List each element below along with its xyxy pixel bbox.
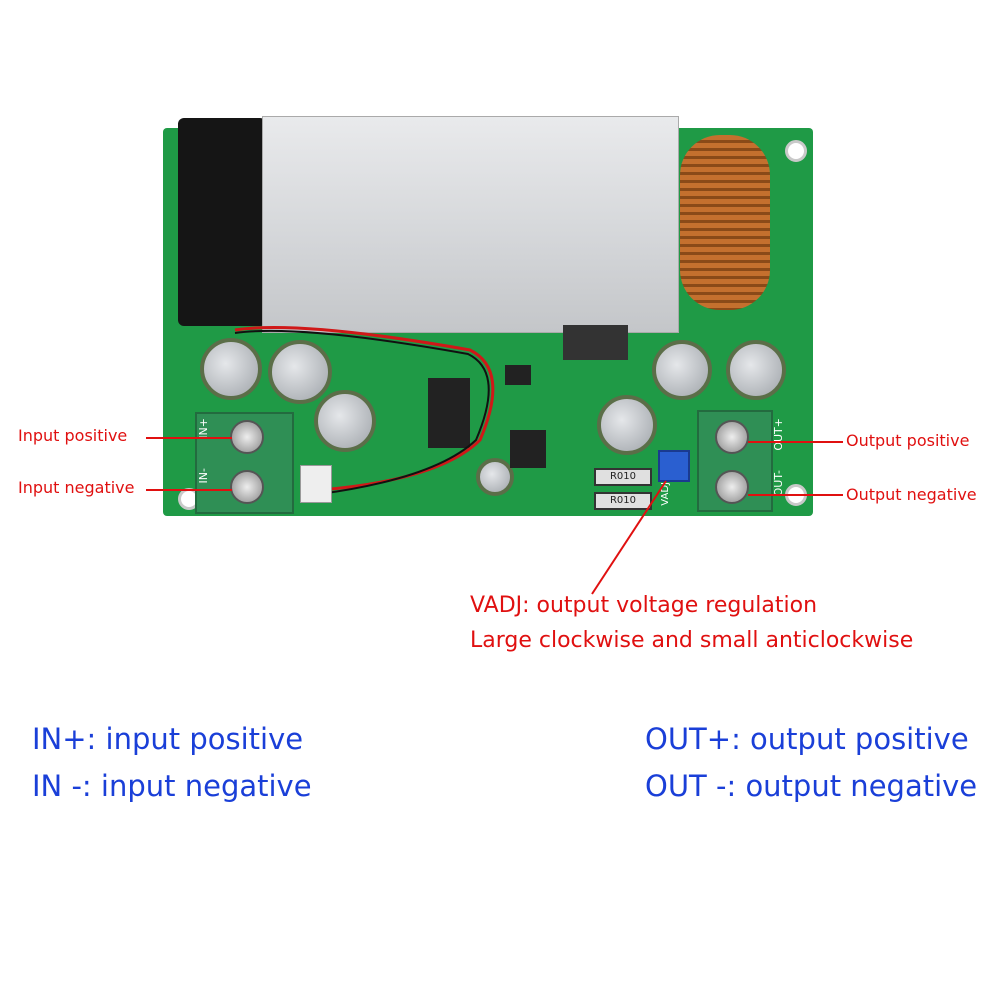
callout-input-positive: Input positive [18, 426, 128, 445]
cooling-fan [178, 118, 266, 326]
vadj-callout-line1: VADJ: output voltage regulation [470, 593, 818, 618]
legend-in-positive: IN+: input positive [32, 722, 304, 756]
callout-output-positive: Output positive [846, 431, 970, 450]
legend-in-negative: IN -: input negative [32, 769, 312, 803]
vadj-callout-line2: Large clockwise and small anticlockwise [470, 628, 914, 653]
heatsink [262, 116, 679, 333]
callout-input-negative: Input negative [18, 478, 135, 497]
capacitor [652, 340, 712, 400]
potentiometer [658, 450, 690, 482]
callout-output-negative: Output negative [846, 485, 977, 504]
mosfet [563, 325, 628, 360]
shunt-resistor: R010 [594, 492, 652, 510]
transistor [505, 365, 531, 385]
ic-chip [510, 430, 546, 468]
capacitor [268, 340, 332, 404]
out-minus-screw [715, 470, 749, 504]
capacitor [597, 395, 657, 455]
shunt-resistor: R010 [594, 468, 652, 486]
capacitor [726, 340, 786, 400]
mount-hole [785, 140, 807, 162]
callout-line [748, 494, 843, 496]
callout-line [146, 489, 232, 491]
capacitor [314, 390, 376, 452]
callout-line [146, 437, 232, 439]
inductor-coil [680, 135, 770, 310]
fan-connector [300, 465, 332, 503]
ic-chip [428, 378, 470, 448]
capacitor [476, 458, 514, 496]
capacitor [200, 338, 262, 400]
legend-out-negative: OUT -: output negative [645, 769, 978, 803]
callout-line [748, 441, 843, 443]
legend-out-positive: OUT+: output positive [645, 722, 969, 756]
in-plus-screw [230, 420, 264, 454]
in-minus-screw [230, 470, 264, 504]
out-plus-screw [715, 420, 749, 454]
